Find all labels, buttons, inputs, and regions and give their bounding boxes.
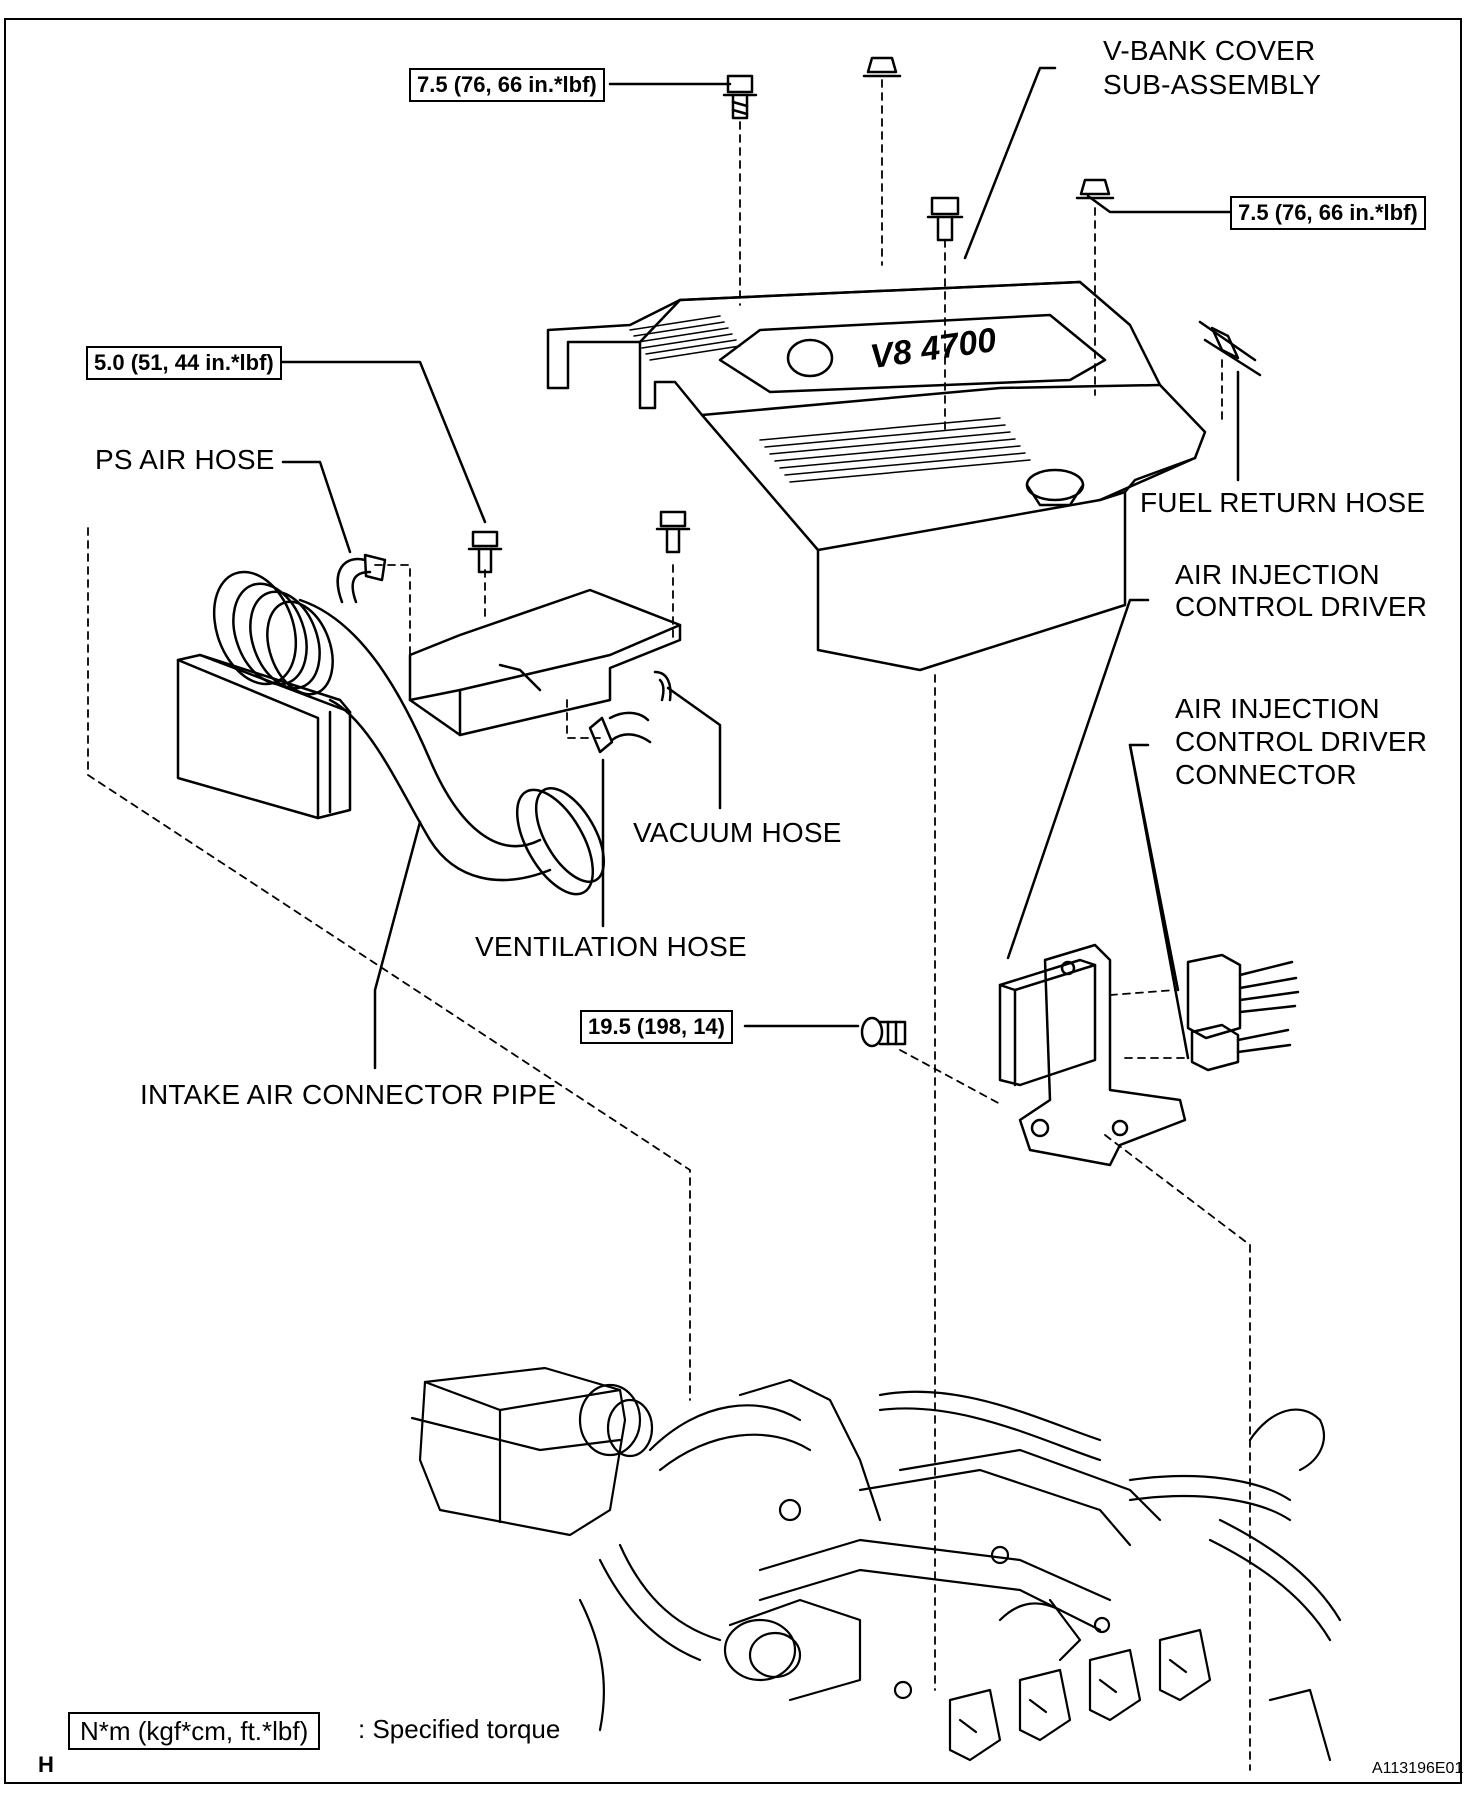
- label-ventilation-hose: VENTILATION HOSE: [475, 931, 747, 962]
- air-injection-control-driver: [998, 943, 1187, 1167]
- label-intake-air-connector-pipe: INTAKE AIR CONNECTOR PIPE: [140, 1079, 557, 1110]
- engine-assembly: [410, 1366, 1342, 1762]
- bolt-top-center: [926, 196, 964, 242]
- label-ps-air-hose: PS AIR HOSE: [95, 444, 275, 475]
- page-letter: H: [38, 1752, 54, 1777]
- cover-emblem: V8 4700: [868, 321, 999, 376]
- torque-intake-bolt: 5.0 (51, 44 in.*lbf): [86, 346, 282, 380]
- leader-air-inj-driver: [1006, 598, 1150, 960]
- bolt-top-left: [722, 74, 758, 120]
- intake-resonator: [408, 588, 682, 737]
- ps-air-hose: [336, 553, 387, 604]
- assembly-dashed-lines: [87, 79, 1251, 1771]
- label-vacuum-hose: VACUUM HOSE: [633, 817, 842, 848]
- leader-air-inj-connector-b: [1128, 743, 1190, 1060]
- intake-air-connector-pipe: [212, 570, 606, 896]
- label-air-injection-connector-line1: AIR INJECTION: [1175, 693, 1380, 724]
- air-cleaner-case: [176, 653, 352, 820]
- leader-torque-intake: [280, 360, 487, 524]
- figure-code: A113196E01: [1372, 1760, 1464, 1777]
- bracket-bolt: [860, 1016, 907, 1048]
- label-air-injection-connector-line2: CONTROL DRIVER: [1175, 726, 1428, 757]
- leader-ps-air-hose: [281, 460, 352, 554]
- torque-bracket-bolt: 19.5 (198, 14): [580, 1010, 733, 1044]
- label-v-bank-cover-line2: SUB-ASSEMBLY: [1103, 69, 1322, 100]
- vacuum-hose: [653, 670, 672, 702]
- leader-vacuum-hose: [666, 686, 722, 810]
- label-v-bank-cover-line1: V-BANK COVER: [1103, 35, 1316, 66]
- fuel-return-hose: [1198, 320, 1262, 377]
- nut-top-center: [862, 56, 902, 78]
- leader-torque-right: [1086, 194, 1232, 214]
- label-air-injection-connector-line3: CONNECTOR: [1175, 759, 1357, 790]
- nut-top-right: [1075, 178, 1115, 200]
- ventilation-hose: [588, 711, 652, 754]
- label-air-injection-driver-line1: AIR INJECTION: [1175, 559, 1380, 590]
- legend-description: : Specified torque: [358, 1714, 561, 1744]
- label-air-injection-driver-line2: CONTROL DRIVER: [1175, 591, 1428, 622]
- legend-unit-box: N*m (kgf*cm, ft.*lbf): [68, 1712, 321, 1750]
- leader-intake-pipe: [373, 820, 422, 1070]
- leader-v-bank-cover: [963, 66, 1057, 260]
- torque-top-left-bolt: 7.5 (76, 66 in.*lbf): [409, 68, 605, 102]
- air-injection-connectors: [1186, 953, 1300, 1072]
- intake-bolt-right: [655, 510, 691, 554]
- intake-bolt-left: [467, 530, 503, 574]
- torque-right-nut: 7.5 (76, 66 in.*lbf): [1230, 196, 1426, 230]
- label-fuel-return-hose: FUEL RETURN HOSE: [1140, 487, 1426, 518]
- leader-lines: [280, 66, 1240, 1070]
- figure-frame: [4, 18, 1462, 1784]
